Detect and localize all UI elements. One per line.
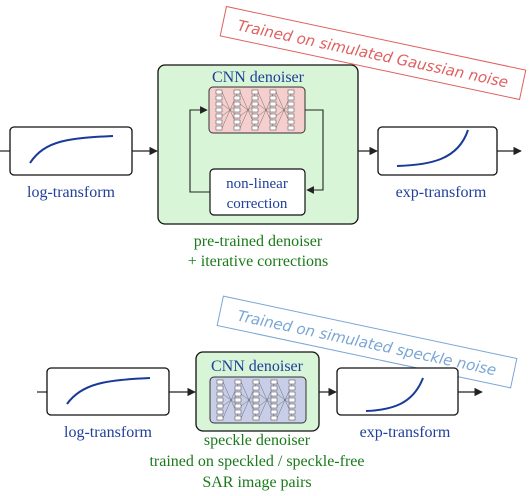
bottom-caption-line3: SAR image pairs (202, 474, 311, 491)
bottom-exp-label: exp-transform (360, 424, 451, 441)
bottom-log-curve (66, 377, 151, 405)
top-pipeline: Trained on simulated Gaussian noise log-… (0, 5, 527, 270)
top-denoiser-panel (157, 64, 359, 225)
top-log-curve (29, 135, 114, 164)
bottom-exp-box (336, 367, 459, 416)
top-exp-label: exp-transform (396, 184, 487, 201)
top-exp-box (377, 126, 498, 176)
top-correction-line2: correction (227, 196, 288, 212)
bottom-log-box (46, 367, 170, 416)
top-loop-left-arrow (189, 106, 210, 193)
bottom-pipeline: Trained on simulated speckle noise log-t… (37, 295, 518, 491)
top-caption-line1: pre-trained denoiser (194, 233, 323, 250)
bottom-network-icon (209, 376, 307, 424)
top-exp-curve (396, 129, 469, 167)
top-cnn-title: CNN denoiser (212, 69, 305, 86)
top-caption-line2: + iterative corrections (188, 253, 329, 270)
top-loop-right-arrow (305, 109, 324, 194)
bottom-log-label: log-transform (64, 424, 153, 441)
top-log-label: log-transform (27, 184, 116, 201)
bottom-exp-curve (365, 377, 424, 412)
top-log-box (9, 126, 133, 176)
bottom-caption-line2: trained on speckled / speckle-free (149, 453, 364, 470)
bottom-caption-line1: speckle denoiser (204, 432, 311, 449)
top-correction-line1: non-linear (226, 176, 288, 192)
top-network-icon (208, 86, 306, 134)
bottom-cnn-title: CNN denoiser (211, 358, 304, 375)
